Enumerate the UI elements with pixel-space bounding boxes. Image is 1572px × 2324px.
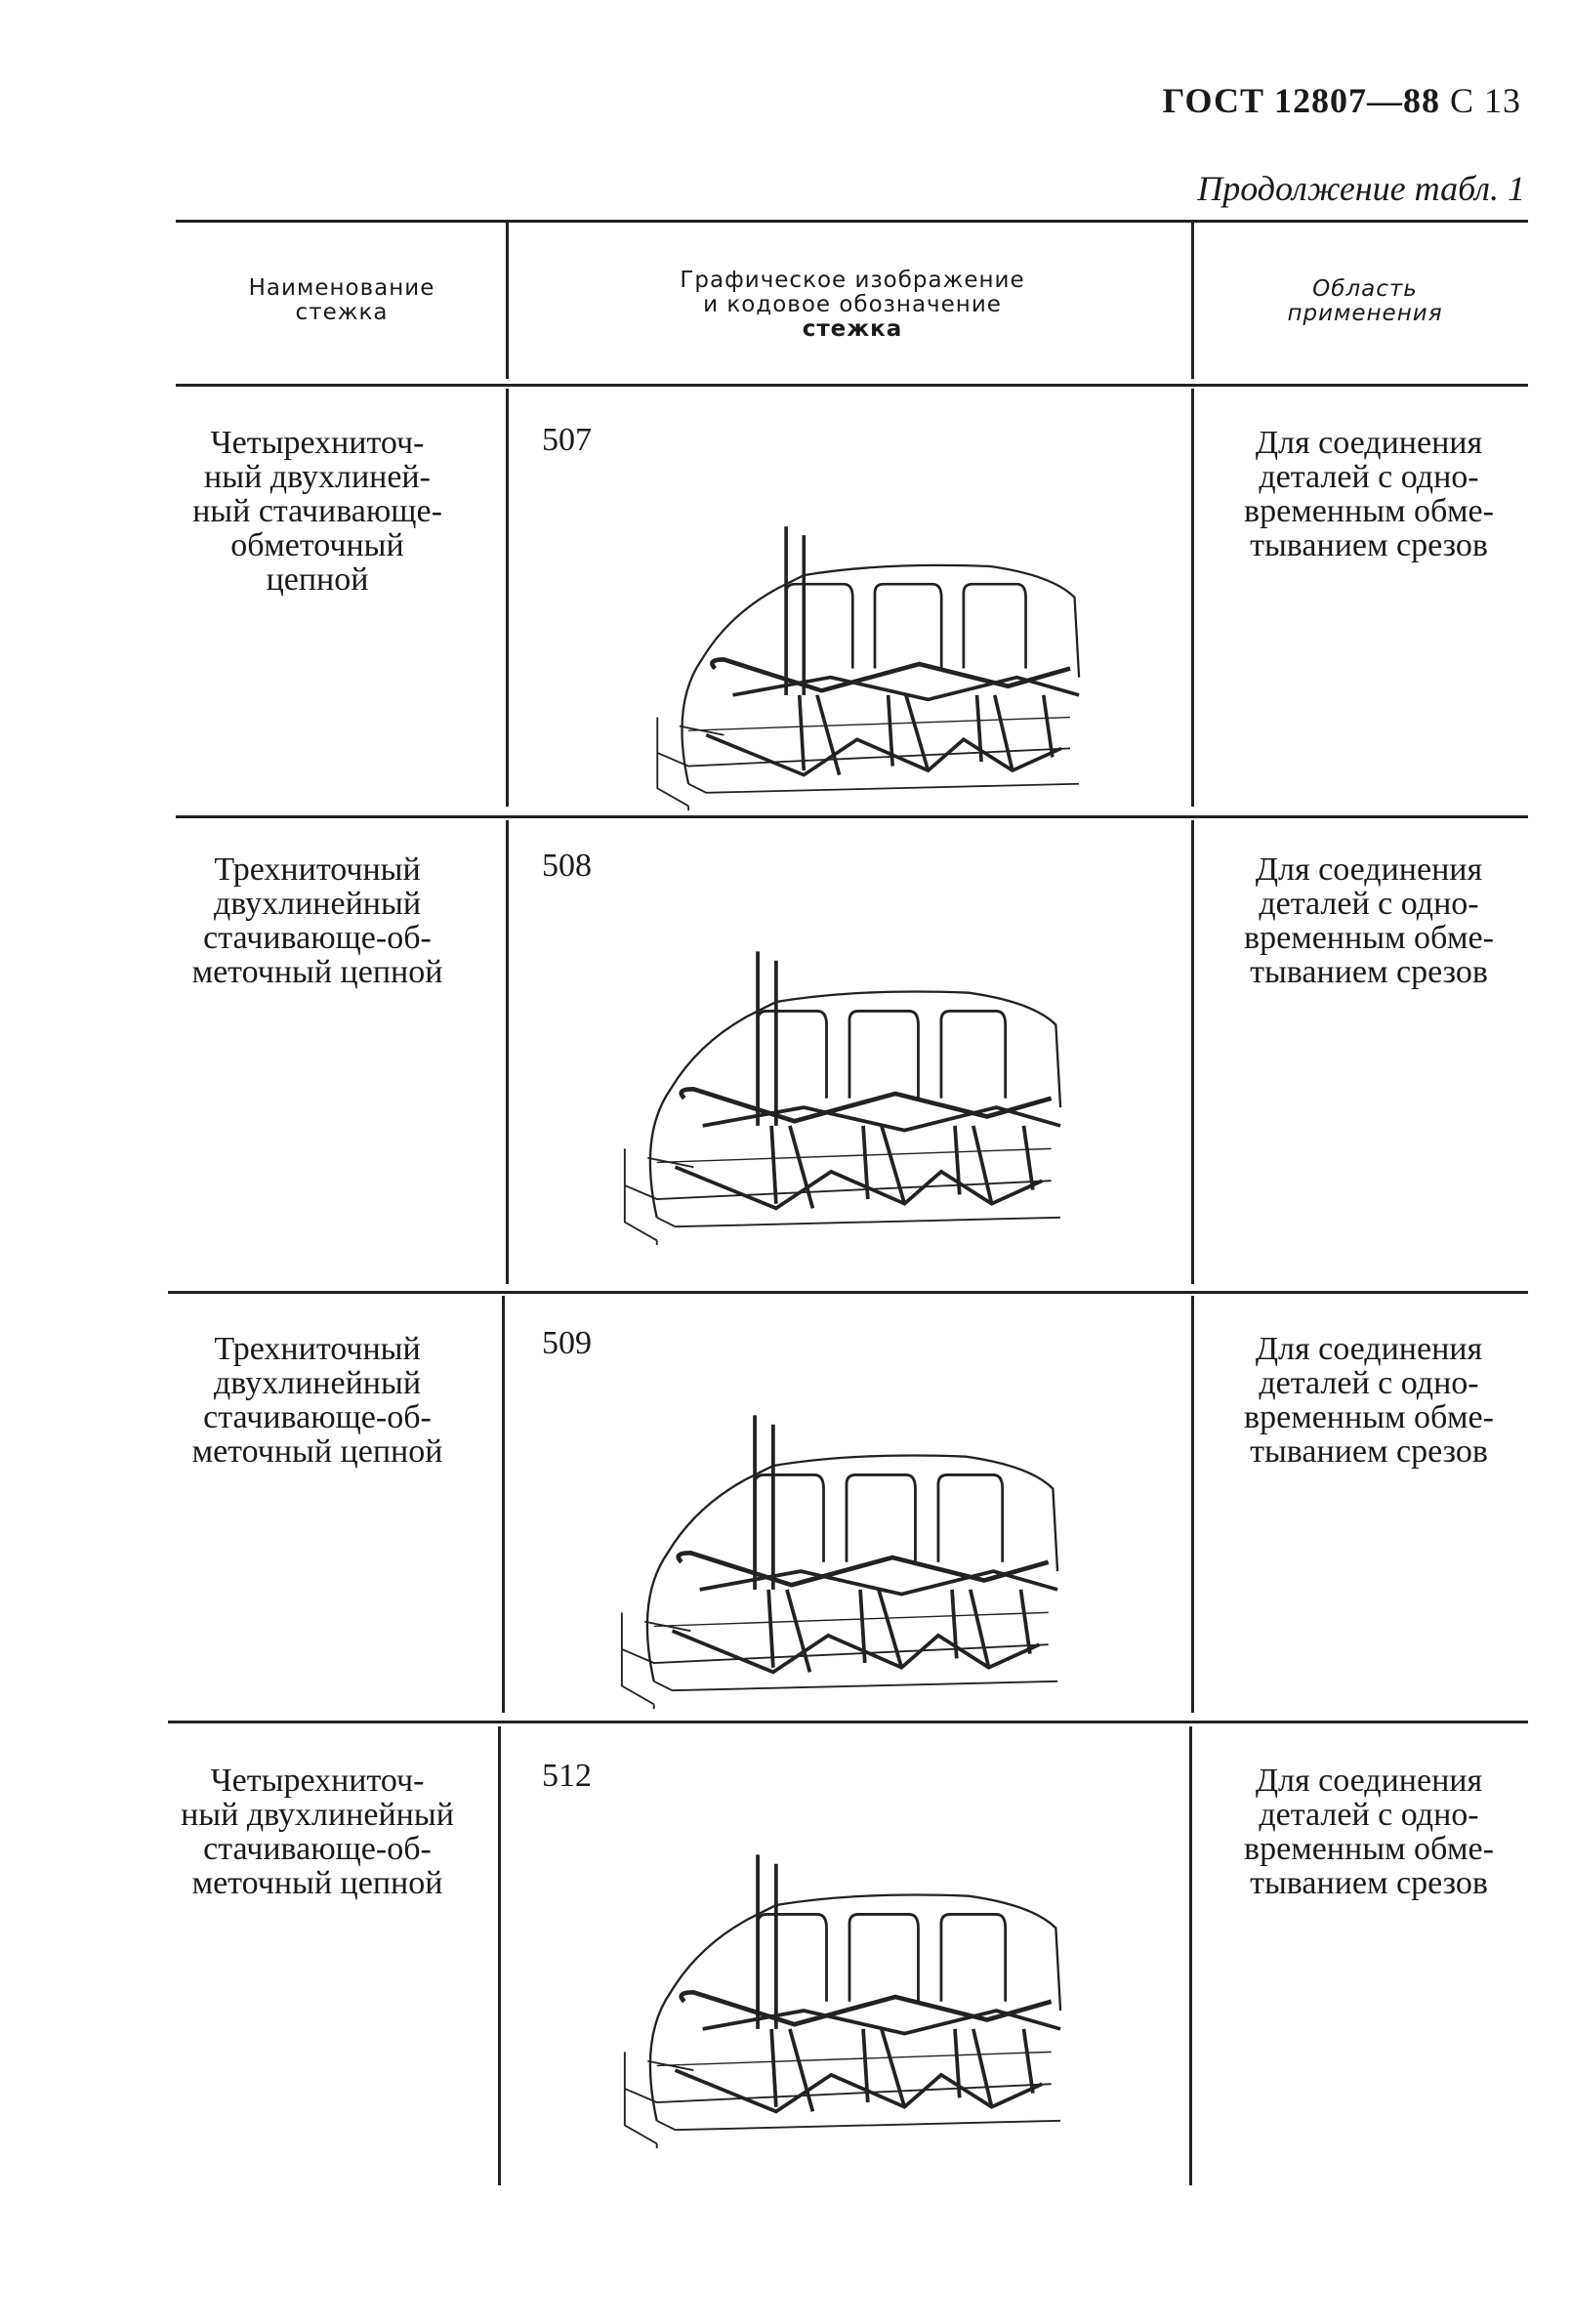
- stitch-code: 507: [542, 422, 592, 458]
- column-header-name: Наименование стежка: [248, 275, 435, 325]
- stitch-name: Трехниточный двухлинейный стачивающе-об-…: [191, 1331, 443, 1470]
- stitch-illustration: [591, 942, 1108, 1245]
- application-text: Для соединения деталей с одно- временным…: [1244, 425, 1494, 563]
- row-divider: [168, 1291, 1528, 1294]
- stitch-code: 508: [542, 848, 592, 884]
- table-top-rule: [176, 220, 1528, 223]
- stitch-illustration: [591, 1846, 1108, 2148]
- application-text: Для соединения деталей с одно- временным…: [1244, 1331, 1494, 1470]
- column-divider: [1191, 1296, 1194, 1713]
- row-divider: [176, 815, 1528, 818]
- standard-number: ГОСТ 12807—88: [1162, 81, 1440, 120]
- row-divider: [168, 1721, 1528, 1723]
- application-text: Для соединения деталей с одно- временным…: [1244, 851, 1494, 990]
- stitch-code: 509: [542, 1325, 592, 1361]
- header-bottom-rule: [176, 384, 1528, 387]
- column-divider: [506, 223, 509, 379]
- page-number: С 13: [1449, 81, 1521, 120]
- column-divider: [498, 1726, 501, 2185]
- table-continuation-label: Продолжение табл. 1: [1197, 169, 1525, 208]
- stitch-name: Трехниточный двухлинейный стачивающе-об-…: [191, 851, 443, 990]
- column-header-application: Область применения: [1287, 276, 1443, 326]
- stitch-name: Четырехниточ- ный двухлиней- ный стачива…: [192, 425, 442, 598]
- document-title: ГОСТ 12807—88 С 13: [1163, 80, 1521, 121]
- column-divider: [1191, 223, 1194, 379]
- column-divider: [1191, 820, 1194, 1284]
- stitch-code: 512: [542, 1758, 592, 1794]
- stitch-name: Четырехниточ- ный двухлинейный стачивающ…: [181, 1763, 454, 1901]
- column-divider: [502, 1296, 505, 1713]
- stitch-illustration: [621, 518, 1129, 810]
- column-divider: [506, 820, 509, 1284]
- column-divider: [506, 389, 509, 807]
- column-header-graphic: Графическое изображение и кодовое обозна…: [680, 268, 1025, 342]
- stitch-illustration: [588, 1406, 1105, 1709]
- application-text: Для соединения деталей с одно- временным…: [1244, 1763, 1494, 1901]
- column-divider: [1189, 1726, 1192, 2185]
- column-divider: [1191, 389, 1194, 807]
